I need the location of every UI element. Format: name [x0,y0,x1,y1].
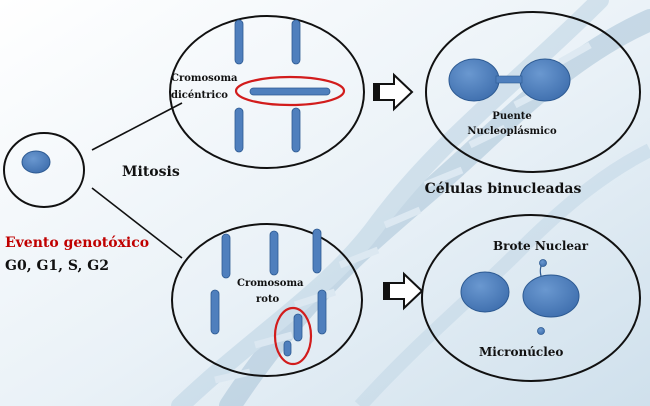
connector-to-bottom-cell [91,187,183,259]
label-puente-2: Nucleoplásmico [467,126,557,137]
label-cromosoma-dicentrico-2: dicéntrico [171,90,228,101]
chromosome [312,228,322,274]
right-arrow-icon [373,72,414,112]
nucleus-right [522,274,580,318]
nuclear-bud [539,259,547,267]
nucleus-left [448,58,500,102]
label-cromosoma-roto-1: Cromosoma [237,278,304,289]
cell-nuclear-bud-micronucleus: Brote Nuclear Micronúcleo [421,214,641,382]
label-micronucleo: Micronúcleo [479,345,563,359]
label-cromosoma-dicentrico-1: Cromosoma [171,73,238,84]
label-brote-nuclear: Brote Nuclear [493,239,589,253]
chromosome [317,289,327,335]
nucleus-right [519,58,571,102]
initial-nucleus [21,150,51,174]
nucleoplasmic-bridge [495,75,523,84]
chromosome [269,230,279,276]
dicentric-highlight-ring [234,75,346,107]
nucleus-left [460,271,510,313]
label-puente-1: Puente [492,111,531,122]
broken-highlight-ring [273,306,313,366]
anaphase-cell-broken: Cromosoma roto [171,223,363,377]
chromosome [291,107,301,153]
label-evento-genotoxico: Evento genotóxico [5,235,149,251]
connector-to-top-cell [91,102,183,151]
dicentric-chromosome [249,87,331,96]
chromosome [210,289,220,335]
broken-chromosome-fragment [293,313,303,342]
label-celulas-binucleadas: Células binucleadas [425,181,582,197]
label-mitosis: Mitosis [122,164,180,180]
anaphase-cell-dicentric: Cromosoma dicéntrico [169,15,365,169]
label-cromosoma-roto-2: roto [256,294,280,305]
chromosome [234,19,244,65]
nuclear-bud-stalk [539,265,542,277]
chromosome [221,233,231,279]
micronucleus [537,327,545,335]
broken-chromosome-fragment [283,340,292,357]
right-arrow-icon [383,271,424,311]
label-fases: G0, G1, S, G2 [5,258,109,274]
chromosome [291,19,301,65]
binucleated-cell-bridge: Puente Nucleoplásmico [425,11,641,173]
chromosome [234,107,244,153]
initial-cell [3,132,85,208]
